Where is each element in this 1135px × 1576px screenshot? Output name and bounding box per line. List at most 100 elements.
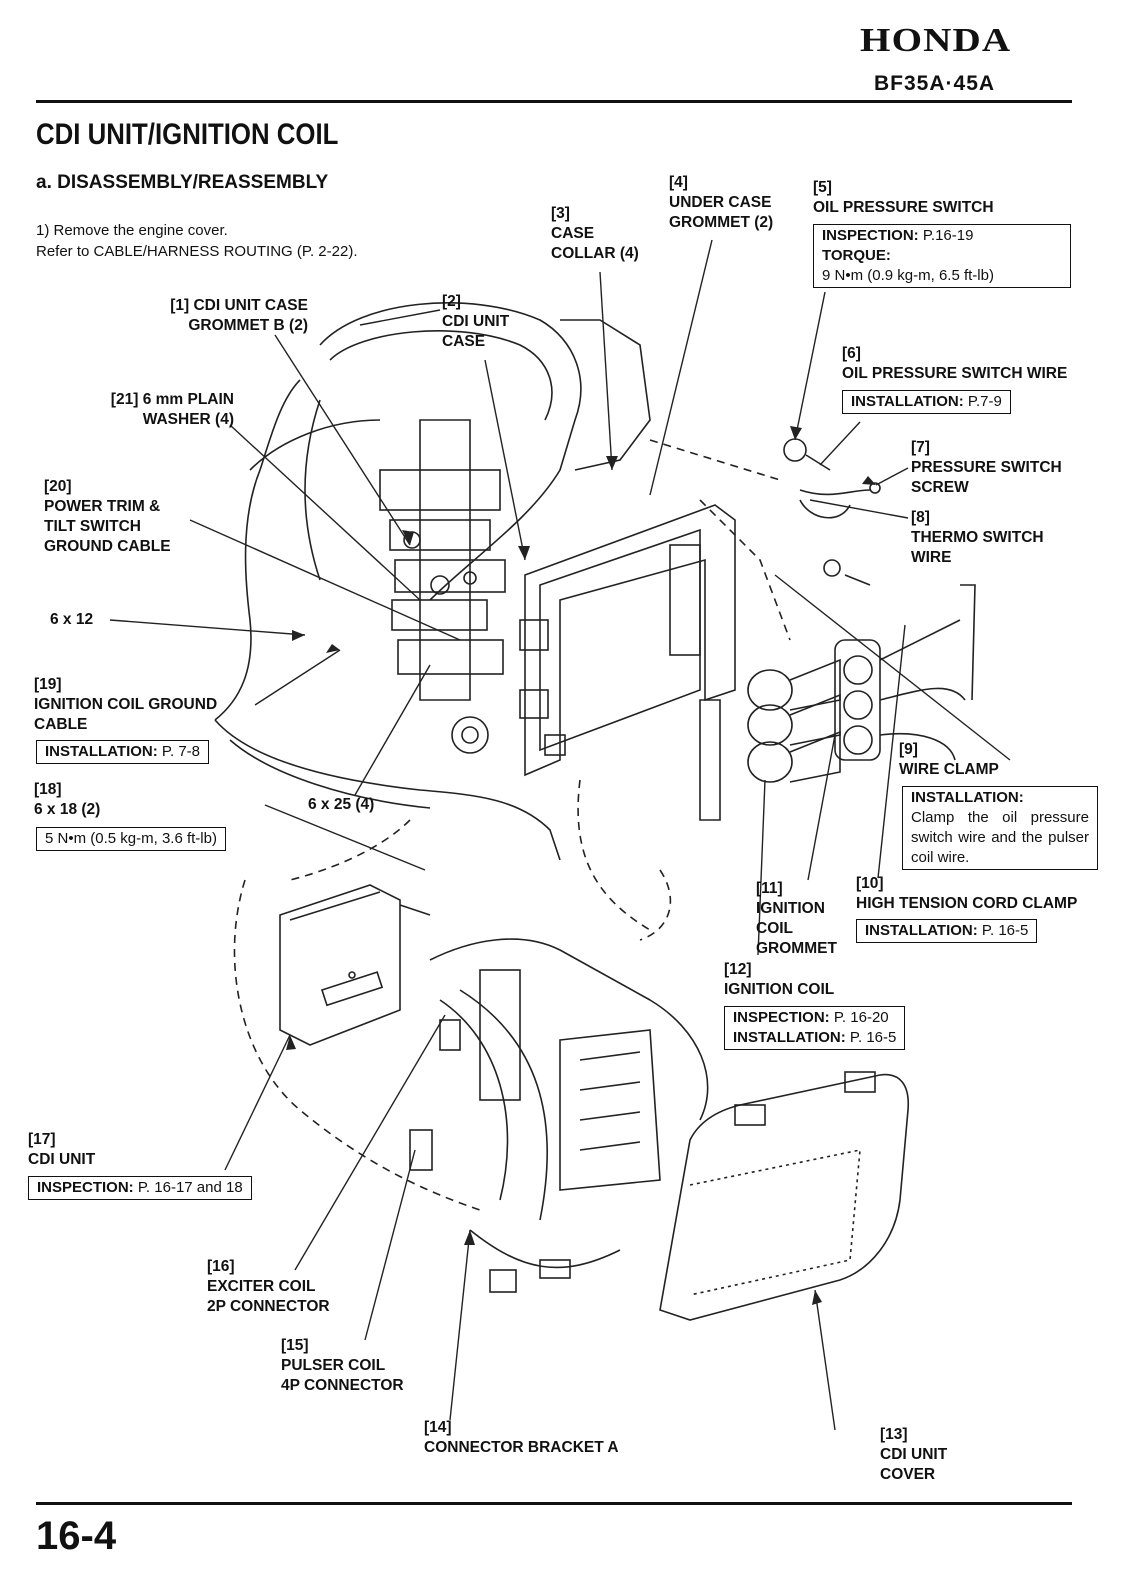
label-16-text-b: 2P CONNECTOR [207, 1298, 330, 1315]
label-10-box-value: P. 16-5 [977, 922, 1029, 939]
header-rule [36, 100, 1072, 103]
page-title: CDI UNIT/IGNITION COIL [36, 118, 339, 151]
label-19-box-value: P. 7-8 [157, 743, 201, 760]
label-9-spec-box: INSTALLATION: Clamp the oil pressure swi… [902, 786, 1098, 870]
model-name: BF35A·45A [874, 72, 996, 95]
label-10-spec-box: INSTALLATION: P. 16-5 [856, 919, 1038, 943]
label-5-oil-pressure-switch: [5] OIL PRESSURE SWITCH [813, 178, 994, 218]
label-9-text-a: WIRE CLAMP [899, 761, 999, 778]
step-line-2: Refer to CABLE/HARNESS ROUTING (P. 2-22)… [36, 243, 358, 260]
label-10-text-a: HIGH TENSION CORD CLAMP [856, 895, 1078, 912]
page-number: 16-4 [36, 1514, 117, 1558]
label-5-text-a: OIL PRESSURE SWITCH [813, 199, 994, 216]
pressure-switch-illustration [783, 438, 881, 586]
label-8-text-a: THERMO SWITCH [911, 529, 1044, 546]
label-19-box-key: INSTALLATION: [45, 743, 158, 760]
cdi-unit-cover-illustration [659, 1071, 909, 1321]
label-16-exciter-coil-2p-connector: [16] EXCITER COIL 2P CONNECTOR [207, 1257, 330, 1317]
label-13-cdi-unit-cover: [13] CDI UNIT COVER [880, 1425, 947, 1485]
label-7-number: [7] [911, 439, 930, 456]
label-20-text-c: GROUND CABLE [44, 538, 171, 555]
label-19-text-a: IGNITION COIL GROUND [34, 696, 218, 713]
label-6-spec-box: INSTALLATION: P.7-9 [842, 390, 1011, 414]
label-4-text-a: UNDER CASE [669, 194, 772, 211]
label-1-number: [1] [170, 297, 190, 314]
label-6-number: [6] [842, 345, 861, 362]
label-19-ignition-coil-ground-cable: [19] IGNITION COIL GROUND CABLE [34, 675, 217, 735]
step-line-1: 1) Remove the engine cover. [36, 222, 228, 239]
label-18-box-value: 5 N•m (0.5 kg-m, 3.6 ft-lb) [45, 830, 217, 847]
label-12-box-value-1: P. 16-20 [829, 1009, 889, 1026]
label-5-box-key-2: TORQUE: [822, 247, 891, 264]
harness-illustration [409, 938, 709, 1293]
section-title: a. DISASSEMBLY/REASSEMBLY [36, 172, 329, 193]
label-11-number: [11] [756, 880, 783, 897]
label-5-box-key-1: INSPECTION: [822, 227, 919, 244]
label-2-cdi-unit-case: [2] CDI UNIT CASE [442, 292, 509, 352]
label-21-plain-washer: [21] 6 mm PLAIN WASHER (4) [60, 390, 234, 430]
label-17-cdi-unit: [17] CDI UNIT [28, 1130, 95, 1170]
label-17-number: [17] [28, 1131, 56, 1148]
leader-lines [109, 239, 1011, 1431]
label-17-box-value: P. 16-17 and 18 [133, 1179, 243, 1196]
label-1-text-a: CDI UNIT CASE [193, 297, 308, 314]
label-10-high-tension-cord-clamp: [10] HIGH TENSION CORD CLAMP [856, 874, 1077, 914]
label-17-spec-box: INSPECTION: P. 16-17 and 18 [28, 1176, 252, 1200]
label-17-text-a: CDI UNIT [28, 1151, 96, 1168]
label-16-text-a: EXCITER COIL [207, 1278, 316, 1295]
label-11-text-c: GROMMET [756, 940, 837, 957]
label-13-text-b: COVER [880, 1466, 936, 1483]
label-20-text-a: POWER TRIM & [44, 498, 161, 515]
label-21-number: [21] [110, 391, 139, 408]
label-6-text-a: OIL PRESSURE SWITCH WIRE [842, 365, 1068, 382]
ignition-coils-illustration [699, 584, 976, 821]
label-bolt-6x12: 6 x 12 [50, 611, 94, 628]
label-6-box-value: P.7-9 [963, 393, 1002, 410]
label-9-box-key: INSTALLATION: [911, 789, 1024, 806]
label-4-under-case-grommet: [4] UNDER CASE GROMMET (2) [669, 173, 773, 233]
label-18-number: [18] [34, 781, 62, 798]
label-2-text-b: CASE [442, 333, 486, 350]
routing-lines [233, 439, 791, 1211]
label-11-text-b: COIL [756, 920, 794, 937]
label-7-text-b: SCREW [911, 479, 969, 496]
label-3-text-a: CASE [551, 225, 595, 242]
label-6-box-key: INSTALLATION: [851, 393, 964, 410]
label-11-text-a: IGNITION [756, 900, 825, 917]
label-10-box-key: INSTALLATION: [865, 922, 978, 939]
label-15-text-a: PULSER COIL [281, 1357, 386, 1374]
label-20-power-trim-tilt-switch-ground-cable: [20] POWER TRIM & TILT SWITCH GROUND CAB… [44, 477, 171, 557]
label-5-spec-box: INSPECTION: P.16-19 TORQUE: 9 N•m (0.9 k… [813, 224, 1071, 288]
label-12-box-value-2: P. 16-5 [845, 1029, 897, 1046]
label-5-box-value-2: 9 N•m (0.9 kg-m, 6.5 ft-lb) [822, 267, 994, 284]
label-5-number: [5] [813, 179, 832, 196]
label-bolt-6x25: 6 x 25 (4) [308, 796, 375, 813]
label-12-text-a: IGNITION COIL [724, 981, 835, 998]
label-9-wire-clamp: [9] WIRE CLAMP [899, 740, 999, 780]
label-13-number: [13] [880, 1426, 908, 1443]
label-1-text-b: GROMMET B (2) [188, 317, 308, 334]
label-4-text-b: GROMMET (2) [669, 214, 774, 231]
label-14-number: [14] [424, 1419, 452, 1436]
honda-logo: HONDA [860, 22, 1012, 59]
label-2-text-a: CDI UNIT [442, 313, 510, 330]
label-21-text-a: 6 mm PLAIN [142, 391, 234, 408]
label-8-text-b: WIRE [911, 549, 952, 566]
label-19-spec-box: INSTALLATION: P. 7-8 [36, 740, 210, 764]
step-text: 1) Remove the engine cover. Refer to CAB… [36, 220, 357, 262]
label-9-box-value: Clamp the oil pressure switch wire and t… [911, 809, 1089, 866]
label-12-box-key-1: INSPECTION: [733, 1009, 830, 1026]
label-20-text-b: TILT SWITCH [44, 518, 141, 535]
label-14-text-a: CONNECTOR BRACKET A [424, 1439, 619, 1456]
label-13-text-a: CDI UNIT [880, 1446, 948, 1463]
label-21-text-b: WASHER (4) [142, 411, 234, 428]
label-8-number: [8] [911, 509, 930, 526]
label-15-pulser-coil-4p-connector: [15] PULSER COIL 4P CONNECTOR [281, 1336, 404, 1396]
label-18-text-a: 6 x 18 (2) [34, 801, 101, 818]
label-17-box-key: INSPECTION: [37, 1179, 134, 1196]
label-20-number: [20] [44, 478, 72, 495]
label-1-cdi-unit-case-grommet-b: [1] CDI UNIT CASE GROMMET B (2) [120, 296, 308, 336]
label-4-number: [4] [669, 174, 688, 191]
label-11-ignition-coil-grommet: [11] IGNITION COIL GROMMET [756, 879, 837, 959]
